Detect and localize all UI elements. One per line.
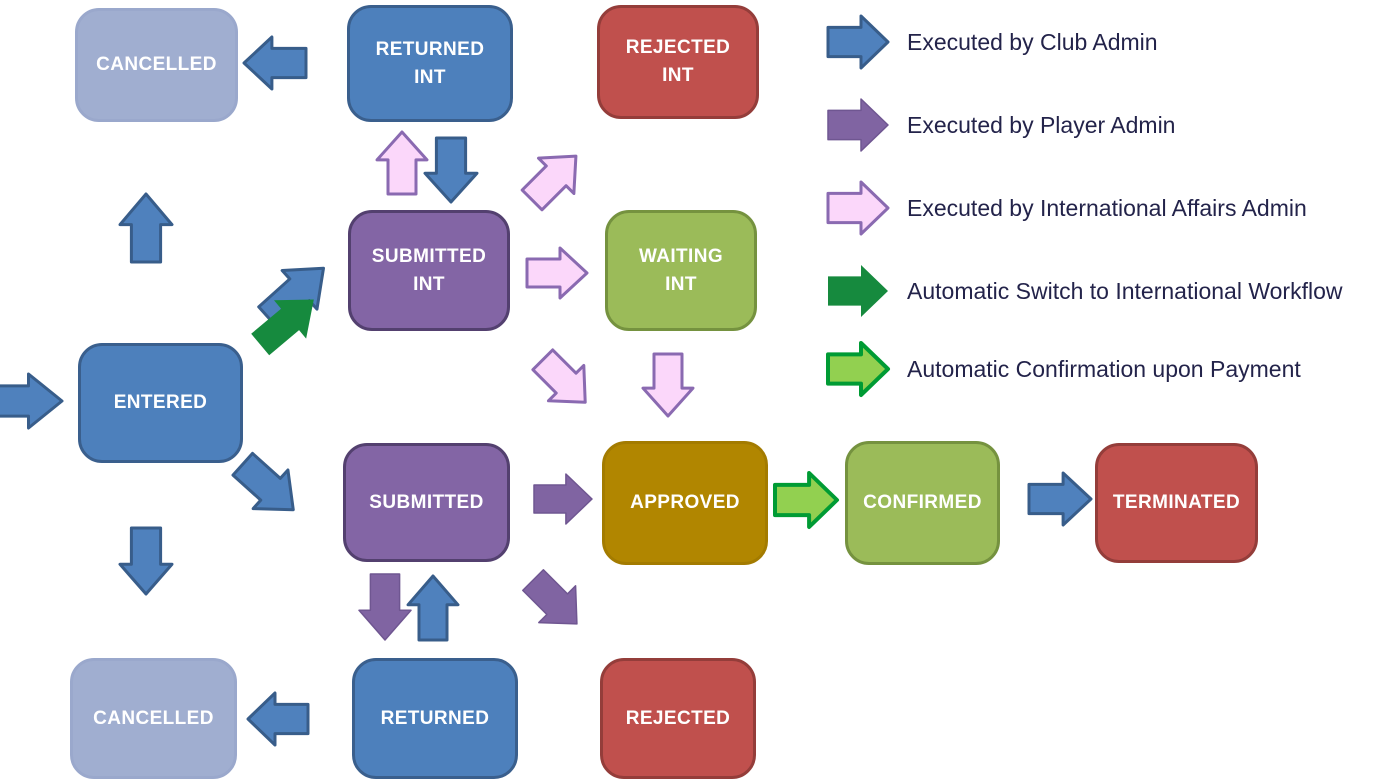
arrow-returned-int-to-cancelled-top [242,35,308,91]
node-submitted-int: SUBMITTED INT [348,210,510,331]
node-label: WAITING INT [638,245,724,295]
node-entered: ENTERED [78,343,243,463]
arrow-entered-to-cancelled-top [118,192,174,264]
node-label: TERMINATED [1112,492,1241,514]
arrow-returned-to-cancelled-bottom [246,691,310,747]
arrow-submitted-to-rejected [522,569,578,625]
arrow-approved-to-confirmed [773,471,839,529]
arrow-submitted-int-to-approved [531,348,587,404]
arrow-entered-to-submitted [231,451,295,512]
arrow-entered-to-cancelled-bottom [118,526,174,596]
node-approved: APPROVED [602,441,768,565]
node-label: CONFIRMED [863,492,982,514]
node-waiting-int: WAITING INT [605,210,757,331]
arrow-returned-int-to-submitted-int [423,136,479,204]
node-label: REJECTED [625,707,731,729]
node-label: ENTERED [113,392,208,414]
arrow-waiting-int-to-approved [641,352,695,418]
node-label: APPROVED [630,492,740,514]
node-label: CANCELLED [93,707,214,729]
node-rejected-int: REJECTED INT [597,5,759,119]
node-returned: RETURNED [352,658,518,779]
node-terminated: TERMINATED [1095,443,1258,563]
arrow-submitted-int-to-rejected-int [520,154,578,212]
arrow-returned-to-submitted [406,574,460,642]
node-label: REJECTED INT [625,37,731,86]
node-submitted: SUBMITTED [343,443,510,562]
arrow-submitted-to-approved [533,473,593,525]
arrow-confirmed-to-terminated [1027,471,1093,527]
arrow-submitted-to-returned [358,573,412,641]
arrow-submitted-int-to-waiting-int [525,246,589,300]
node-label: RETURNED INT [375,38,485,88]
node-cancelled-bottom: CANCELLED [70,658,237,779]
node-cancelled-top: CANCELLED [75,8,238,122]
arrow-submitted-int-to-returned-int [375,130,429,196]
node-label: SUBMITTED [369,491,484,513]
arrow-start-to-entered [0,372,64,430]
node-label: CANCELLED [96,54,217,76]
node-returned-int: RETURNED INT [347,5,513,122]
node-label: SUBMITTED INT [371,245,487,295]
arrow-entered-to-submitted-int [251,299,314,356]
node-label: RETURNED [380,707,490,729]
node-confirmed: CONFIRMED [845,441,1000,565]
node-rejected: REJECTED [600,658,756,779]
